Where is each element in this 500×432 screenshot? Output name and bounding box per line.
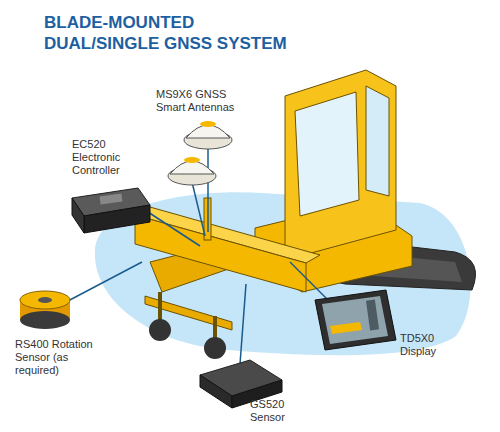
machine-blade: [135, 215, 306, 292]
sensor-base: [20, 311, 70, 329]
display-graphic: [366, 299, 379, 330]
cab-window: [295, 92, 359, 216]
display-tablet: [315, 290, 396, 350]
wheel: [204, 337, 226, 359]
leader-line: [207, 145, 209, 232]
antenna-cap: [184, 157, 200, 163]
leader-line: [66, 262, 142, 302]
leader-line: [240, 284, 246, 364]
part-label: RS400 Rotation Sensor (as required): [15, 338, 107, 377]
ground-area: [95, 192, 471, 355]
sensor-side: [200, 375, 232, 408]
wheel: [149, 319, 171, 341]
sensor-shaft: [38, 297, 52, 303]
part-label: GS520 Sensor: [250, 398, 295, 424]
controller-side: [72, 198, 84, 233]
display-graphic: [330, 322, 362, 334]
sensor-top: [20, 291, 70, 309]
part-label: MS9X6 GNSS Smart Antennas: [156, 88, 246, 114]
part-label: EC520 Electronic Controller: [72, 138, 134, 177]
leader-line: [192, 182, 205, 236]
controller-front: [84, 205, 150, 233]
cab-window: [366, 86, 389, 196]
diagram-title: BLADE-MOUNTED DUAL/SINGLE GNSS SYSTEM: [44, 12, 299, 54]
display-screen: [322, 296, 388, 344]
wheel-post: [158, 292, 162, 322]
controller-connector: [100, 194, 123, 205]
leader-line: [148, 212, 200, 246]
wheel-post: [213, 316, 217, 340]
leader-line: [290, 262, 328, 300]
antenna-cap: [200, 121, 216, 127]
part-label: TD5X0 Display: [400, 332, 448, 358]
machine-cab: [285, 70, 396, 256]
leader-lines: [66, 145, 328, 364]
